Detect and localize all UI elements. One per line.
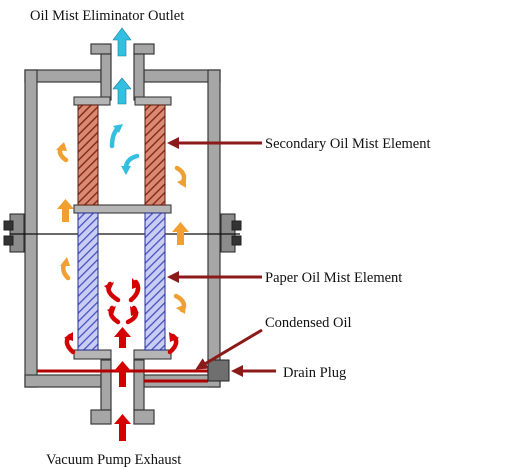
flow-orange-arrowheads: [56, 142, 186, 314]
paper-oil-mist-element: [77, 212, 166, 351]
flow-outlet-arrows: [112, 27, 132, 105]
drain-plug: [207, 359, 230, 382]
label-drain-plug: Drain Plug: [283, 365, 346, 381]
left-flange-bolt: [3, 213, 25, 253]
label-paper-element: Paper Oil Mist Element: [265, 270, 402, 286]
flow-inlet-arrows: [114, 327, 131, 441]
flow-red-arrowheads: [64, 278, 179, 342]
pointer-condensed-oil: [195, 328, 263, 370]
label-outlet: Oil Mist Eliminator Outlet: [30, 8, 184, 24]
label-inlet: Vacuum Pump Exhaust: [46, 452, 181, 468]
flow-outlet-curved-arrowheads: [113, 124, 131, 175]
outlet-pipe: [90, 43, 155, 101]
flow-outlet-curved-arrows: [109, 125, 140, 171]
label-condensed-oil: Condensed Oil: [265, 315, 352, 331]
pointer-arrows: [167, 137, 276, 377]
secondary-oil-mist-element: [77, 104, 166, 206]
inlet-pipe: [90, 359, 155, 425]
housing: [24, 69, 221, 388]
label-secondary-element: Secondary Oil Mist Element: [265, 136, 431, 152]
flow-orange-arrows: [57, 199, 189, 245]
right-flange-bolt: [220, 213, 242, 253]
